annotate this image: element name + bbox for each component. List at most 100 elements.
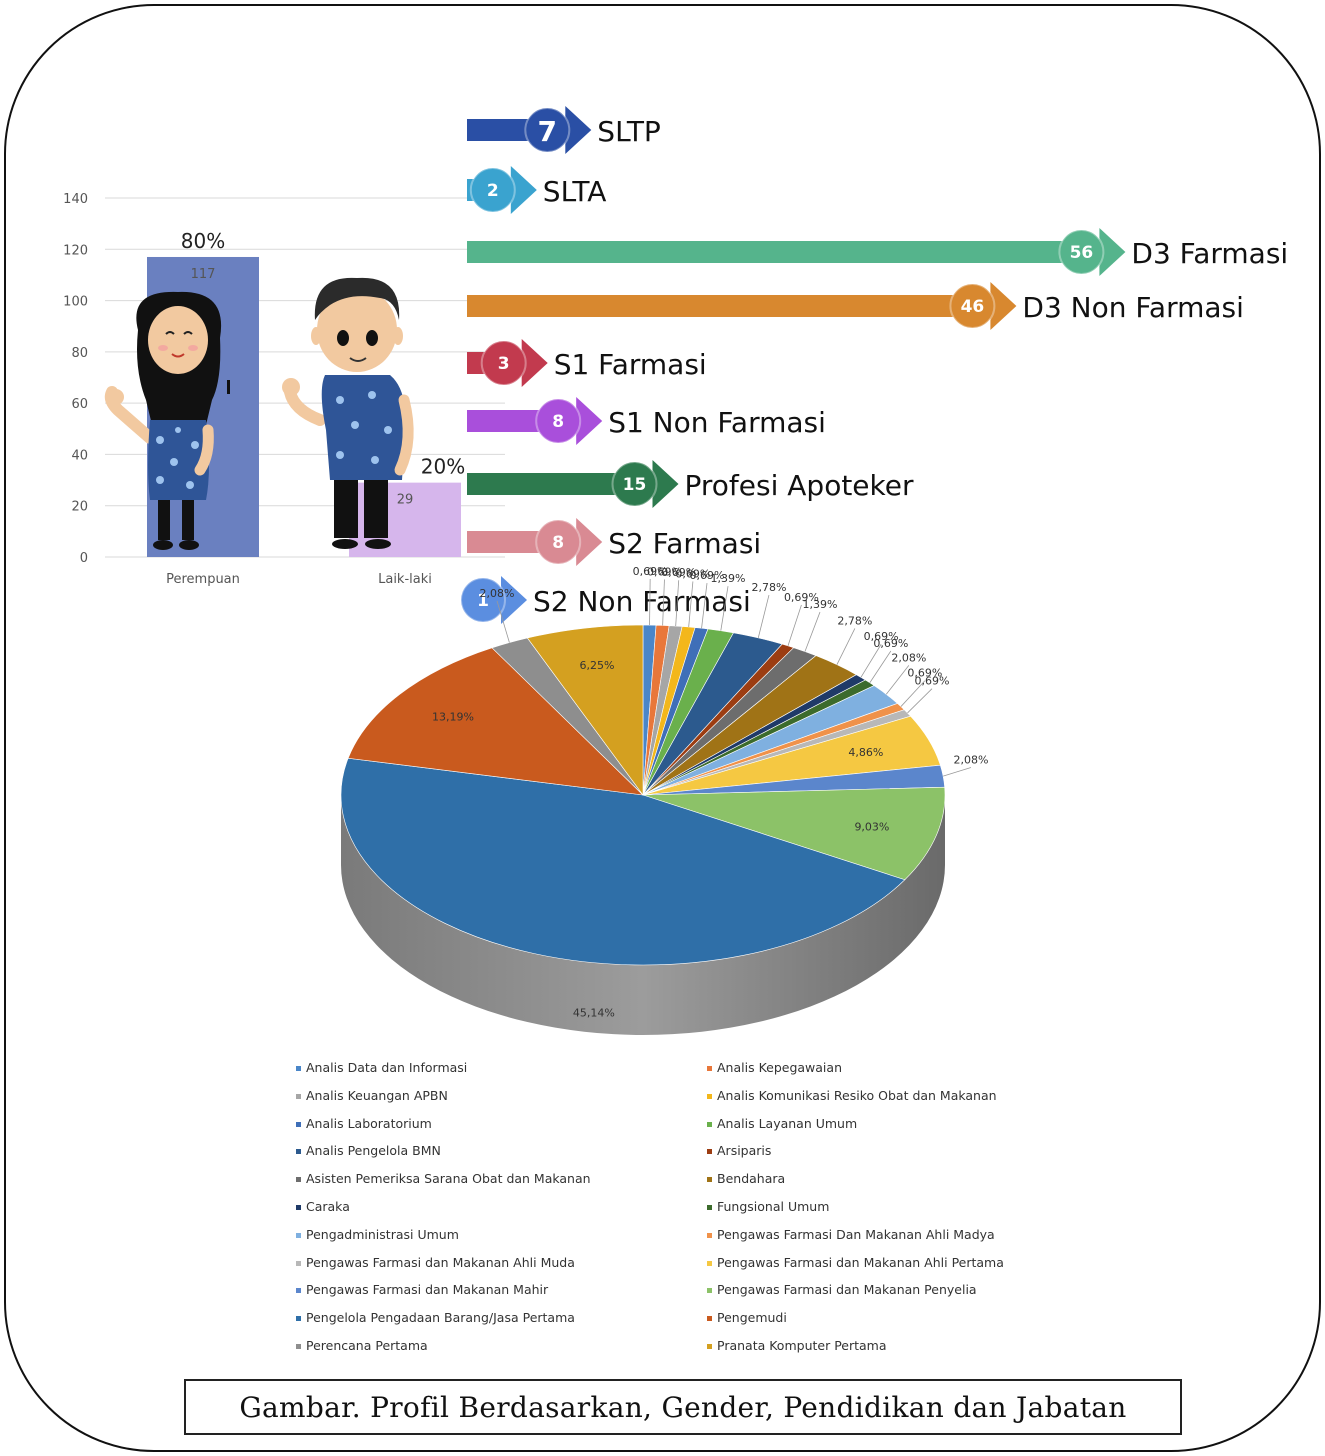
edu-category-label: D3 Farmasi	[1131, 237, 1288, 270]
edu-category-label: SLTP	[597, 115, 661, 148]
legend-swatch	[707, 1093, 712, 1099]
pie-slice-label: 9,03%	[854, 820, 889, 833]
legend-label: Pengadministrasi Umum	[306, 1226, 459, 1242]
edu-value-badge	[535, 519, 582, 565]
pie-slice-label: 0,69%	[784, 591, 819, 604]
pie-leader-line	[836, 628, 856, 665]
legend-item: Bendahara	[707, 1171, 785, 1186]
legend-item: Pengawas Farmasi dan Makanan Penyelia	[707, 1282, 977, 1297]
pie-slice-label: 0,69%	[690, 569, 725, 582]
legend-item: Analis Layanan Umum	[707, 1116, 857, 1131]
pie-slice-label: 0,69%	[907, 667, 942, 680]
legend-swatch	[707, 1344, 712, 1349]
edu-category-label: S2 Non Farmasi	[533, 585, 751, 618]
legend-swatch	[707, 1177, 712, 1183]
pie-slice-label: 2,78%	[837, 614, 872, 627]
legend-swatch	[296, 1232, 301, 1238]
legend-item: Pengelola Pengadaan Barang/Jasa Pertama	[296, 1310, 575, 1325]
edu-arrow-head	[510, 166, 537, 214]
pie-leader-line	[757, 594, 770, 638]
edu-value-label: 8	[552, 412, 564, 432]
legend-swatch	[296, 1121, 301, 1127]
man-illustration	[282, 277, 414, 549]
gender-percent-label: 20%	[421, 455, 465, 479]
pie-slice-label: 1,39%	[803, 598, 838, 611]
edu-arrow-head	[990, 282, 1017, 330]
pie-slice-label: 0,69%	[661, 566, 696, 579]
legend-swatch	[296, 1288, 301, 1294]
edu-value-badge	[480, 340, 527, 386]
pie-leader-line	[701, 582, 708, 629]
edu-arrow-head	[501, 576, 527, 624]
edu-arrow-shaft	[467, 241, 1098, 263]
legend-label: Pranata Komputer Pertama	[717, 1338, 887, 1353]
legend-label: Pengawas Farmasi dan Makanan Ahli Muda	[306, 1254, 575, 1270]
pie-slice-label: 0,69%	[647, 565, 682, 578]
pie-slice-label: 13,19%	[432, 711, 474, 724]
edu-arrow-head	[652, 460, 679, 508]
y-tick-label: 20	[71, 500, 88, 515]
legend-item: Pengadministrasi Umum	[296, 1227, 459, 1242]
pie-leader-line	[496, 600, 510, 643]
legend-item: Analis Data dan Informasi	[296, 1060, 467, 1075]
pie-slice-label: 2,08%	[891, 651, 926, 664]
legend-item: Analis Kepegawaian	[707, 1060, 842, 1075]
legend-label: Caraka	[306, 1199, 350, 1214]
edu-value-label: 2	[487, 181, 499, 201]
legend-label: Analis Data dan Informasi	[306, 1060, 468, 1075]
edu-value-label: 15	[623, 475, 647, 495]
edu-arrow-head	[565, 106, 592, 154]
legend-item: Analis Keuangan APBN	[296, 1088, 448, 1103]
x-tick-label: Laik-laki	[378, 572, 432, 587]
legend-label: Asisten Pemeriksa Sarana Obat dan Makana…	[306, 1171, 591, 1187]
pie-slice-label: 0,69%	[873, 637, 908, 650]
edu-value-badge	[535, 398, 582, 444]
edu-category-label: S1 Farmasi	[554, 348, 707, 381]
pie-slice-label: 45,14%	[573, 1006, 615, 1019]
pie-slice-label: 2,78%	[751, 581, 786, 594]
edu-value-badge	[949, 283, 996, 329]
legend-label: Analis Komunikasi Resiko Obat dan Makana…	[717, 1087, 997, 1103]
pie-leader-line	[943, 767, 972, 777]
pie-slice-label: 0,69%	[633, 565, 668, 578]
y-tick-label: 100	[63, 295, 88, 310]
pie-leader-line	[869, 650, 892, 683]
legend-swatch	[296, 1205, 301, 1210]
legend-label: Bendahara	[717, 1171, 786, 1187]
edu-arrow: 2 SLTA	[467, 166, 606, 214]
edu-category-label: D3 Non Farmasi	[1022, 291, 1244, 324]
legend-item: Pengemudi	[707, 1310, 787, 1325]
edu-arrow-head	[576, 518, 603, 566]
edu-category-label: SLTA	[543, 175, 607, 208]
pie-slice	[642, 786, 946, 881]
legend-swatch	[707, 1121, 712, 1127]
edu-arrow-head	[1099, 228, 1126, 276]
legend-label: Arsiparis	[717, 1143, 772, 1159]
pie-leader-line	[885, 665, 910, 695]
pie-slice	[526, 624, 644, 796]
pie-leader-line	[720, 586, 729, 631]
pie-leader-line	[860, 644, 882, 678]
woman-illustration	[104, 291, 230, 550]
pie-leader-line	[675, 580, 680, 627]
pie-slice	[340, 757, 906, 966]
pie-slice	[347, 647, 644, 796]
legend-label: Analis Layanan Umum	[717, 1115, 858, 1131]
legend-swatch	[296, 1316, 301, 1322]
edu-value-label: 3	[498, 354, 510, 374]
y-tick-label: 120	[63, 243, 88, 258]
pie-leader-line	[900, 680, 926, 707]
legend-label: Pengawas Farmasi dan Makanan Ahli Pertam…	[717, 1254, 1004, 1270]
pie-slice-label: 0,69%	[864, 630, 899, 643]
legend-item: Fungsional Umum	[707, 1199, 829, 1214]
pie-slice-label: 2,08%	[953, 753, 988, 766]
legend-label: Analis Pengelola BMN	[306, 1143, 441, 1159]
legend-item: Caraka	[296, 1199, 350, 1214]
pie-leader-line	[804, 611, 821, 652]
